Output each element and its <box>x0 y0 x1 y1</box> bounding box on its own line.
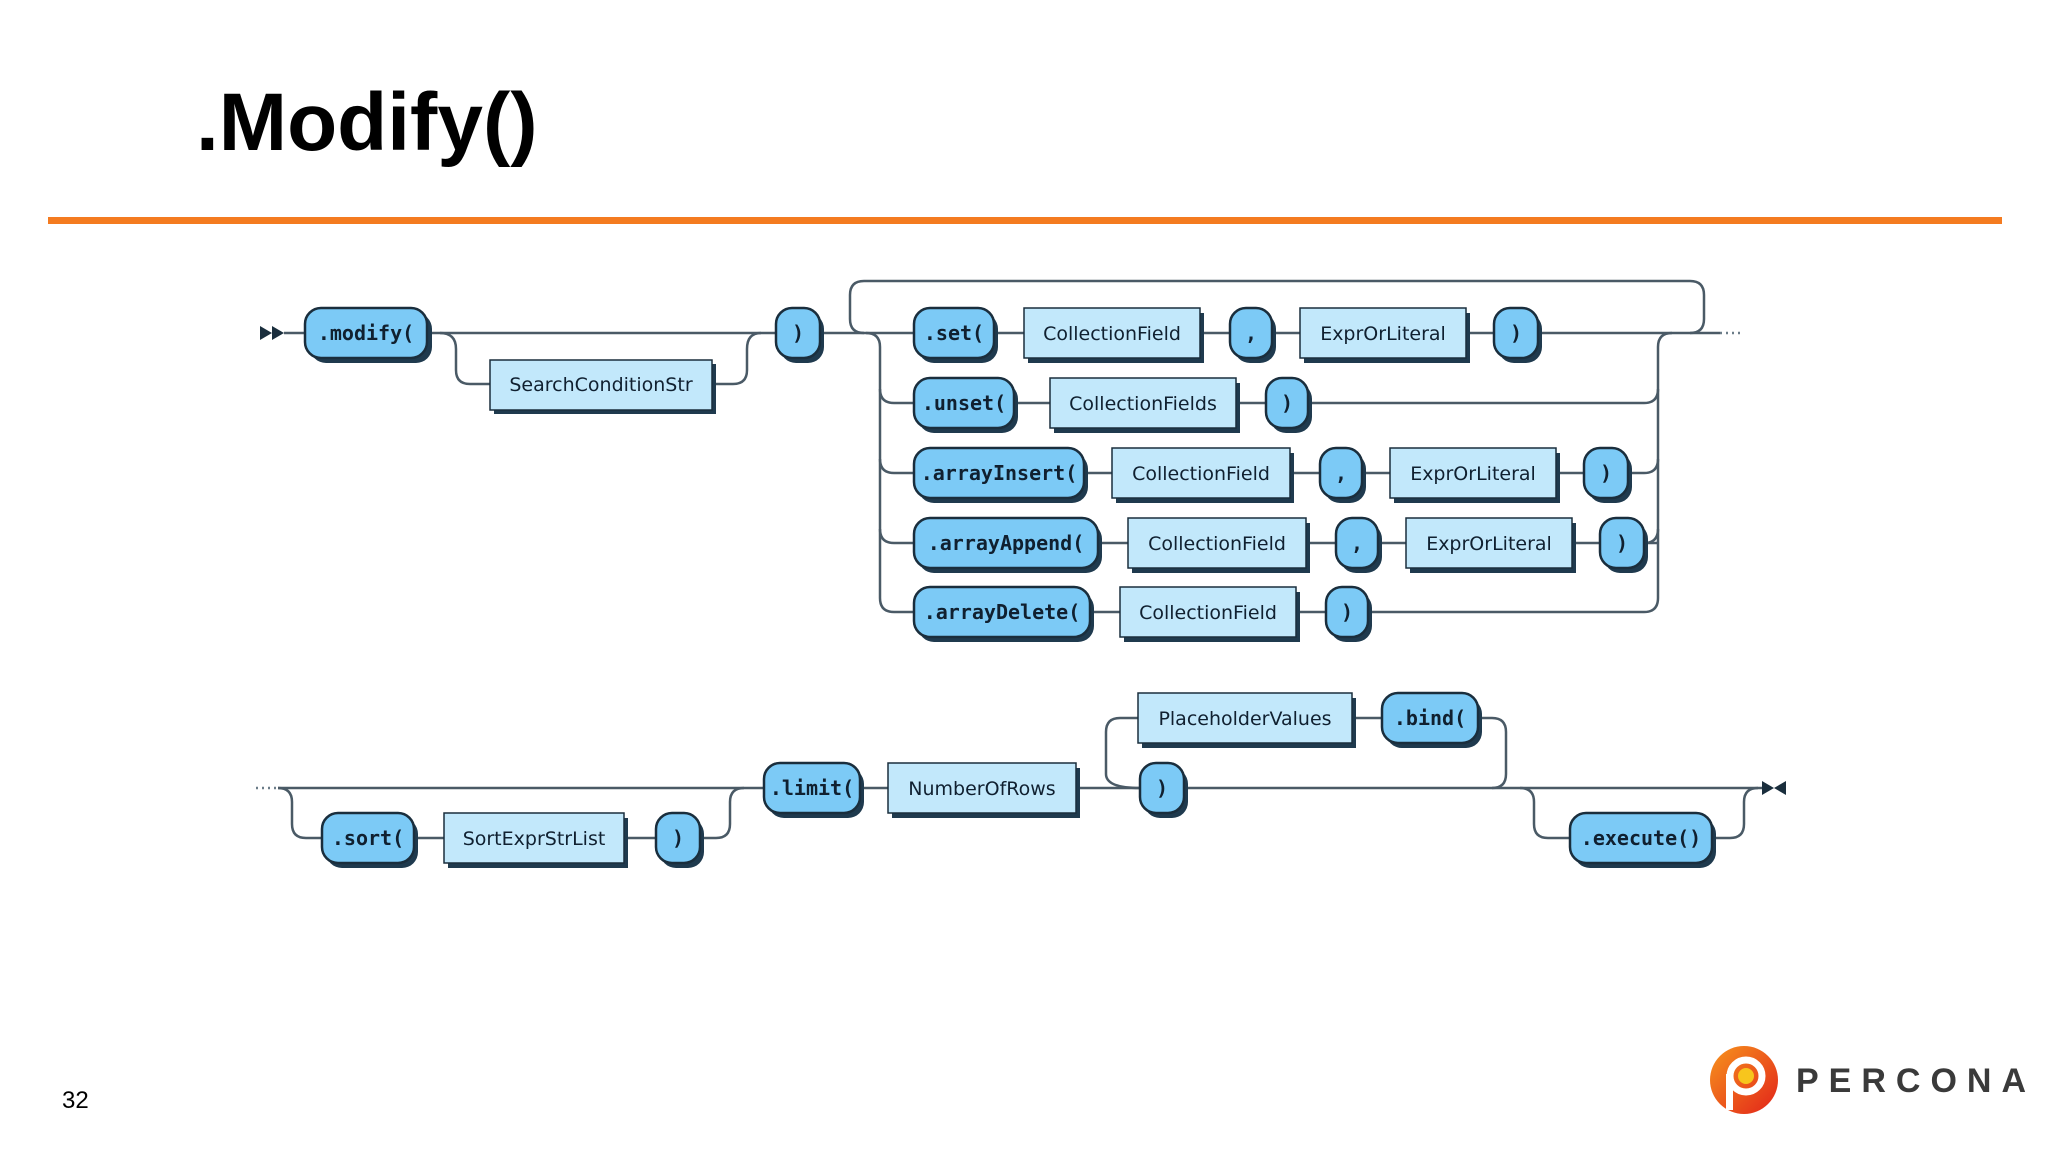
svg-text:,: , <box>1245 321 1257 345</box>
title-divider <box>48 217 2002 224</box>
svg-text:.execute(): .execute() <box>1581 826 1701 850</box>
svg-text:): ) <box>672 826 684 850</box>
svg-text:): ) <box>1156 776 1168 800</box>
svg-text:): ) <box>792 321 804 345</box>
array-delete-close-terminal: ) <box>1324 585 1372 642</box>
set-comma-terminal: , <box>1228 306 1276 363</box>
lower-close-terminal: ) <box>1138 761 1188 818</box>
sort-list-nonterminal: SortExprStrList <box>443 812 628 868</box>
page-number: 32 <box>62 1087 89 1114</box>
array-append-field-nonterminal: CollectionField <box>1127 517 1310 573</box>
array-insert-terminal: .arrayInsert( <box>912 446 1088 503</box>
unset-close-terminal: ) <box>1264 376 1312 433</box>
set-field-nonterminal: CollectionField <box>1023 307 1204 363</box>
svg-text:CollectionField: CollectionField <box>1132 463 1270 485</box>
array-insert-close-terminal: ) <box>1582 446 1632 503</box>
array-insert-field-nonterminal: CollectionField <box>1111 447 1294 503</box>
unset-terminal: .unset( <box>912 376 1018 433</box>
percona-logo: PERCONA <box>1706 1044 2026 1120</box>
array-append-comma-terminal: , <box>1334 516 1382 573</box>
svg-text:CollectionField: CollectionField <box>1139 602 1277 624</box>
upper-track-lines <box>260 279 1742 614</box>
svg-text:SearchConditionStr: SearchConditionStr <box>509 374 692 396</box>
array-append-expr-nonterminal: ExprOrLiteral <box>1405 517 1576 573</box>
svg-text:.modify(: .modify( <box>318 321 414 345</box>
svg-text:): ) <box>1510 321 1522 345</box>
svg-text:.limit(: .limit( <box>770 776 854 800</box>
limit-terminal: .limit( <box>762 761 864 818</box>
array-delete-terminal: .arrayDelete( <box>912 585 1094 642</box>
svg-text:.arrayInsert(: .arrayInsert( <box>921 461 1078 485</box>
sort-terminal: .sort( <box>320 811 418 868</box>
end-arrow-icon <box>1762 781 1786 795</box>
svg-text:.unset(: .unset( <box>922 391 1006 415</box>
svg-text:,: , <box>1351 531 1363 555</box>
svg-text:.bind(: .bind( <box>1394 706 1466 730</box>
svg-text:ExprOrLiteral: ExprOrLiteral <box>1410 463 1536 485</box>
percona-logo-icon <box>1710 1046 1778 1114</box>
array-delete-field-nonterminal: CollectionField <box>1119 586 1300 642</box>
svg-text:ExprOrLiteral: ExprOrLiteral <box>1426 533 1552 555</box>
execute-terminal: .execute() <box>1568 811 1716 868</box>
svg-text:): ) <box>1341 600 1353 624</box>
svg-text:CollectionField: CollectionField <box>1043 323 1181 345</box>
array-append-close-terminal: ) <box>1598 516 1648 573</box>
modify-close-terminal: ) <box>774 306 824 363</box>
set-close-terminal: ) <box>1492 306 1542 363</box>
placeholder-values-nonterminal: PlaceholderValues <box>1137 692 1356 748</box>
percona-wordmark: PERCONA <box>1796 1062 2037 1100</box>
svg-text:SortExprStrList: SortExprStrList <box>463 828 606 850</box>
start-arrow-icon <box>260 326 284 340</box>
array-insert-comma-terminal: , <box>1318 446 1366 503</box>
bind-terminal: .bind( <box>1380 691 1482 748</box>
svg-text:): ) <box>1281 391 1293 415</box>
svg-text:CollectionField: CollectionField <box>1148 533 1286 555</box>
svg-text:.set(: .set( <box>924 321 984 345</box>
svg-text:ExprOrLiteral: ExprOrLiteral <box>1320 323 1446 345</box>
sort-close-terminal: ) <box>654 811 704 868</box>
svg-text:): ) <box>1600 461 1612 485</box>
svg-text:PlaceholderValues: PlaceholderValues <box>1158 708 1331 730</box>
svg-text:NumberOfRows: NumberOfRows <box>908 778 1055 800</box>
array-append-terminal: .arrayAppend( <box>912 516 1102 573</box>
modify-terminal: .modify( <box>303 306 432 363</box>
svg-text:CollectionFields: CollectionFields <box>1069 393 1217 415</box>
number-of-rows-nonterminal: NumberOfRows <box>887 762 1080 818</box>
svg-text:): ) <box>1616 531 1628 555</box>
set-expr-nonterminal: ExprOrLiteral <box>1299 307 1470 363</box>
unset-fields-nonterminal: CollectionFields <box>1049 377 1240 433</box>
array-insert-expr-nonterminal: ExprOrLiteral <box>1389 447 1560 503</box>
svg-text:.arrayAppend(: .arrayAppend( <box>928 531 1085 555</box>
lower-track-lines <box>256 716 1786 840</box>
search-condition-nonterminal: SearchConditionStr <box>489 359 716 414</box>
set-terminal: .set( <box>912 306 998 363</box>
svg-text:.arrayDelete(: .arrayDelete( <box>924 600 1081 624</box>
svg-text:,: , <box>1335 461 1347 485</box>
slide-title: .Modify() <box>196 77 538 168</box>
svg-text:.sort(: .sort( <box>332 826 404 850</box>
